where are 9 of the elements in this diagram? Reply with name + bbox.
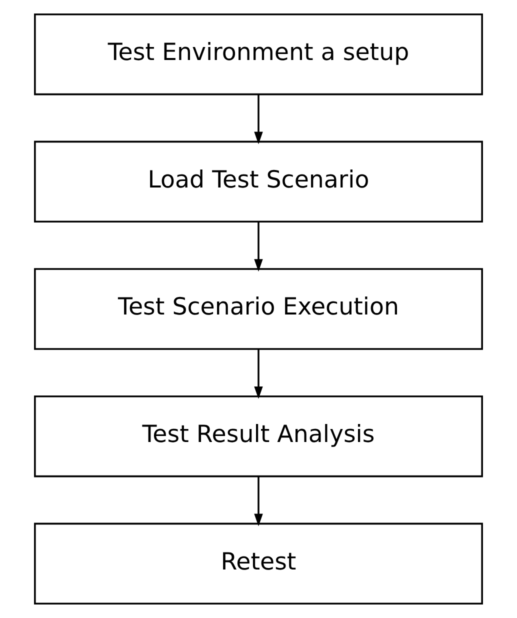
node-box: Test Environment a setup: [34, 13, 483, 96]
arrow: [254, 349, 263, 399]
node-box: Retest: [34, 522, 483, 605]
node-box: Test Scenario Execution: [34, 268, 483, 350]
arrow: [254, 476, 263, 526]
arrow: [254, 94, 263, 144]
arrow: [254, 222, 263, 272]
node-box: Test Result Analysis: [34, 395, 483, 478]
node-box: Load Test Scenario: [34, 140, 483, 223]
